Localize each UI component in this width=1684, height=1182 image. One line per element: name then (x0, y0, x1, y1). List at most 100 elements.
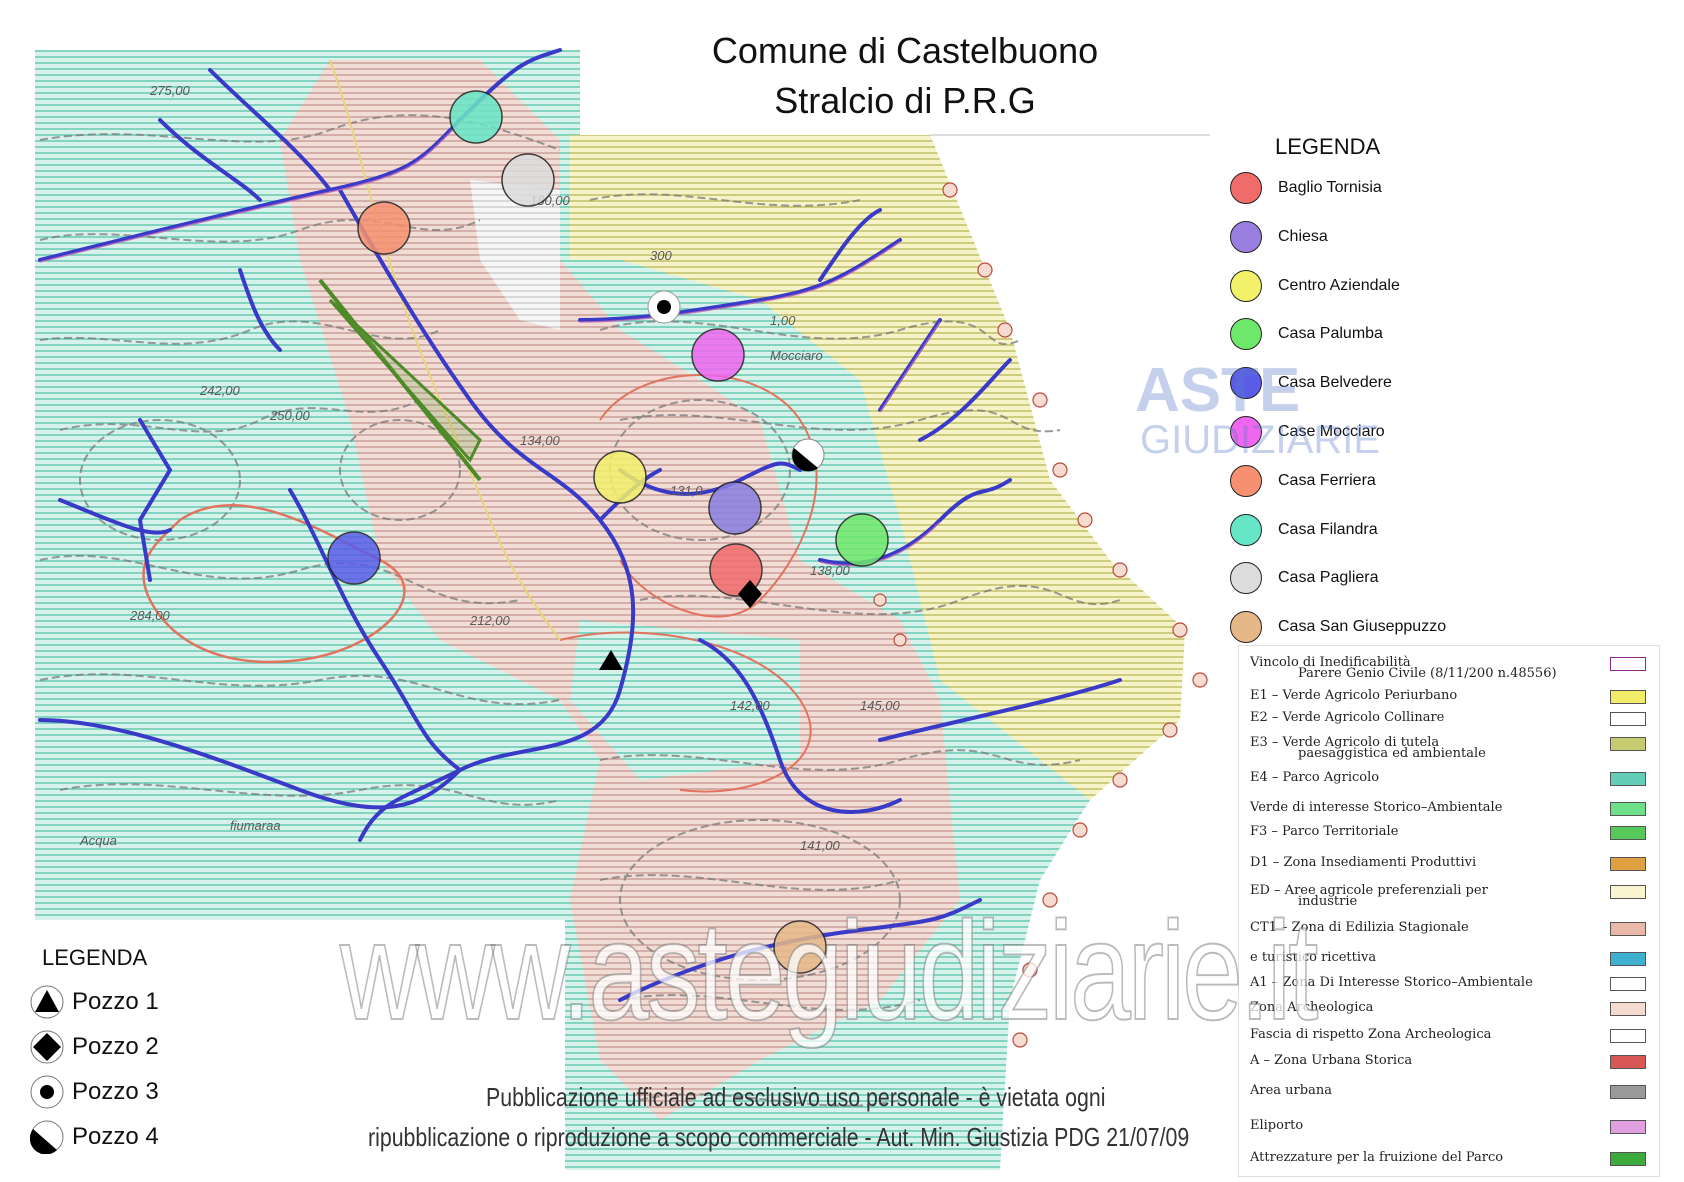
archaeology-boundary (873, 182, 1208, 1048)
contour-labels: 275,00 180,00 300 1,00 Mocciaro 242,00 2… (79, 83, 901, 853)
diamond-icon (30, 1030, 64, 1064)
zone-legend-label: E2 – Verde Agricolo Collinare (1250, 710, 1445, 725)
contour-label: 142,00 (730, 698, 771, 713)
zone-legend-label: Vincolo di Inedificabilità (1250, 655, 1411, 670)
site-legend-label: Casa Belvedere (1278, 374, 1392, 392)
site-color-swatch (1230, 416, 1262, 448)
marker-centro-aziendale (593, 450, 647, 504)
site-legend-row: Casa Palumba (1230, 318, 1383, 351)
well-legend-label: Pozzo 1 (72, 988, 159, 1015)
contour-label: 242,00 (199, 383, 241, 398)
zone-swatch (1610, 1120, 1646, 1134)
marker-case-mocciaro (691, 328, 745, 382)
zone-swatch (1610, 772, 1646, 786)
contour-label: fiumaraa (230, 818, 281, 833)
zone-legend-label: F3 – Parco Territoriale (1250, 824, 1399, 839)
site-legend-label: Centro Aziendale (1278, 276, 1400, 294)
zone-legend-label: D1 – Zona Insediamenti Produttivi (1250, 855, 1477, 870)
zone-swatch (1610, 922, 1646, 936)
zone-legend-label: Verde di interesse Storico–Ambientale (1250, 800, 1503, 815)
well-4-half-circle-icon (792, 448, 818, 472)
site-color-swatch (1230, 220, 1262, 253)
contour-label: 138,00 (810, 563, 851, 578)
zone-legend-label: E1 – Verde Agricolo Periurbano (1250, 688, 1458, 703)
zone-swatch (1610, 977, 1646, 991)
zone-legend-row: D1 – Zona Insediamenti Produttivi (1250, 855, 1650, 875)
contour-label: 145,00 (860, 698, 901, 713)
map-subtitle: Stralcio di P.R.G (774, 80, 1036, 121)
site-color-swatch (1230, 318, 1262, 351)
site-legend-row: Chiesa (1230, 220, 1328, 253)
site-color-swatch (1230, 367, 1262, 400)
watermark-url: www.astegiudiziarie.it (339, 891, 1319, 1050)
zone-legend-label: Area urbana (1250, 1083, 1332, 1098)
zone-swatch (1610, 1055, 1646, 1069)
zone-swatch (1610, 802, 1646, 816)
contour-label: Acqua (79, 833, 117, 848)
zone-swatch (1610, 885, 1646, 899)
zone-swatch (1610, 1029, 1646, 1043)
well-legend-row: Pozzo 4 (30, 1120, 159, 1154)
well-markers (599, 290, 825, 670)
well-2-diamond-icon (738, 580, 762, 608)
zone-legend-label: A1 – Zona Di Interesse Storico–Ambiental… (1250, 975, 1533, 990)
marker-casa-ferriera (357, 201, 411, 255)
well-legend-label: Pozzo 2 (72, 1033, 159, 1060)
contour-label: 1,00 (770, 313, 796, 328)
zone-legend-label: e turistico ricettiva (1250, 950, 1377, 965)
site-color-swatch (1230, 562, 1262, 595)
zone-swatch (1610, 712, 1646, 726)
site-legend-label: Casa Ferriera (1278, 471, 1376, 489)
contour-label: 300 (650, 248, 672, 263)
zone-legend-label: Attrezzature per la fruizione del Parco (1250, 1150, 1504, 1165)
marker-casa-palumba (835, 513, 889, 567)
well-legend-label: Pozzo 4 (72, 1123, 159, 1150)
site-legend-row: Casa Ferriera (1230, 464, 1376, 497)
watermark-giudiziarie: GIUDIZIARIE (1140, 418, 1381, 462)
zone-legend-box (1238, 645, 1660, 1177)
zone-swatch (1610, 826, 1646, 840)
zone-legend-row: Zona Archeologica (1250, 1000, 1650, 1020)
zone-legend-row: Verde di interesse Storico–Ambientale (1250, 800, 1650, 820)
site-legend-label: Casa Palumba (1278, 325, 1383, 343)
zone-legend-row: e turistico ricettiva (1250, 950, 1650, 970)
marker-casa-pagliera (501, 153, 555, 207)
triangle-icon (30, 985, 64, 1019)
zone-legend-row: E2 – Verde Agricolo Collinare (1250, 710, 1650, 730)
site-legend-row: Baglio Tornisia (1230, 172, 1382, 204)
well-legend-label: Pozzo 3 (72, 1078, 159, 1105)
zone-swatch (1610, 657, 1646, 671)
zone-swatch (1610, 857, 1646, 871)
well-1-triangle-icon (599, 650, 623, 670)
half-circle-icon (30, 1120, 64, 1154)
zone-legend-label: Fascia di rispetto Zona Archeologica (1250, 1027, 1492, 1042)
zone-legend-label: E4 – Parco Agricolo (1250, 770, 1380, 785)
site-legend-row: Casa San Giuseppuzzo (1230, 611, 1447, 644)
zone-legend-label: E3 – Verde Agricolo di tutela (1250, 735, 1440, 750)
site-color-swatch (1230, 464, 1262, 497)
contour-label: 141,00 (800, 838, 841, 853)
watermark-aste: ASTE (1135, 356, 1301, 425)
site-color-swatch (1230, 172, 1262, 204)
zone-swatch (1610, 952, 1646, 966)
site-legend-label: Casa San Giuseppuzzo (1278, 618, 1447, 636)
marker-casa-filandra (449, 90, 503, 144)
contour-label: 134,00 (520, 433, 561, 448)
site-legend-label: Case Mocciaro (1278, 423, 1385, 440)
zone-legend-label: CT1 – Zona di Edilizia Stagionale (1250, 920, 1469, 935)
zone-legend-row: A1 – Zona Di Interesse Storico–Ambiental… (1250, 975, 1650, 995)
site-legend-label: Chiesa (1278, 227, 1328, 245)
site-markers (327, 90, 889, 974)
site-color-swatch (1230, 611, 1262, 644)
zone-legend-row: E4 – Parco Agricolo (1250, 770, 1650, 790)
zone-legend-row: Area urbana (1250, 1083, 1650, 1103)
legend-heading: LEGENDA (1275, 134, 1381, 159)
contour-label: 131,0 (670, 483, 703, 498)
zone-legend-row: Eliporto (1250, 1118, 1650, 1138)
zone-legend-row: F3 – Parco Territoriale (1250, 824, 1650, 844)
well-3-dot-icon (657, 300, 671, 314)
site-legend-label: Casa Filandra (1278, 520, 1378, 538)
well-legend-row: Pozzo 2 (30, 1030, 159, 1064)
